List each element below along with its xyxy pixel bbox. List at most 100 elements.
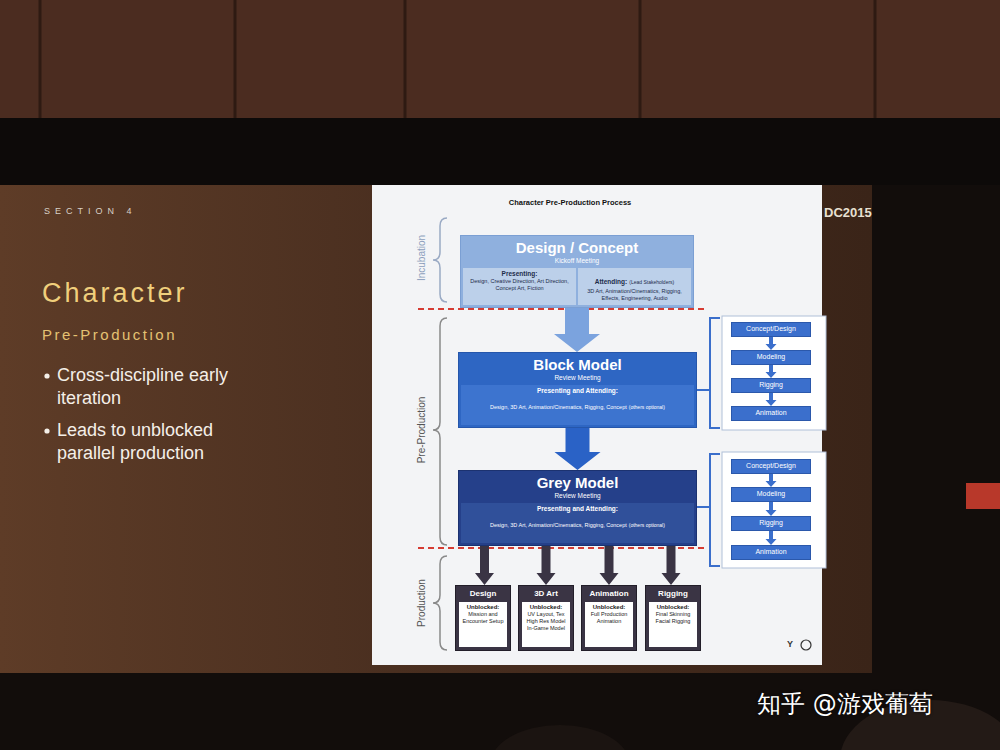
node-text: Rigging	[732, 379, 810, 391]
flow-arrow	[766, 531, 777, 545]
wall-seam	[639, 0, 642, 118]
node-text: Review Meeting	[459, 373, 696, 385]
phase-brace	[433, 218, 447, 302]
flow-arrow	[537, 546, 556, 585]
flow-arrow	[662, 546, 681, 585]
node-text: Concept/Design	[732, 323, 810, 335]
wall	[0, 0, 1000, 118]
node-text: (Lead Stakeholders)	[629, 279, 674, 285]
node-text: Animation	[732, 546, 810, 558]
phase-box: Grey ModelReview MeetingPresenting and A…	[458, 470, 697, 546]
node-text: Kickoff Meeting	[461, 256, 693, 268]
wall-panel-seams	[40, 0, 875, 118]
iteration-step: Concept/Design	[731, 322, 811, 337]
iteration-step: Concept/Design	[731, 459, 811, 474]
node-text: Grey Model	[459, 471, 696, 491]
iteration-frame	[722, 452, 826, 568]
node-text: Final Skinning Facial Rigging	[651, 611, 695, 625]
meeting-panel: Presenting:Design, Creative Direction, A…	[463, 268, 576, 305]
node-text: 3D Art	[519, 586, 573, 602]
node-text: Review Meeting	[459, 491, 696, 503]
node-text: Unblocked:	[461, 604, 505, 612]
node-text: Modeling	[732, 488, 810, 500]
iteration-step: Rigging	[731, 378, 811, 393]
diagram-title: Character Pre-Production Process	[470, 198, 670, 207]
wall-seam	[39, 0, 42, 118]
node-text: Design, Creative Direction, Art Directio…	[467, 278, 572, 292]
node-text: Design, 3D Art, Animation/Cinematics, Ri…	[490, 522, 627, 528]
iteration-step: Modeling	[731, 350, 811, 365]
flow-arrow	[766, 474, 777, 487]
node-text: Full Production Animation	[587, 611, 631, 625]
node-text: Presenting:	[467, 270, 572, 278]
unblocked-panel: Unblocked:Full Production Animation	[585, 602, 633, 647]
node-text: Concept/Design	[732, 460, 810, 472]
audience-head	[490, 725, 630, 750]
slide-ground	[0, 185, 872, 673]
node-text: Attending:	[595, 278, 628, 285]
node-text: Design	[456, 586, 510, 602]
flow-arrow	[766, 337, 777, 350]
iteration-bracket	[697, 318, 720, 428]
node-text: Presenting and Attending:	[467, 387, 688, 395]
exit-sign	[966, 483, 1000, 509]
wall-seam	[404, 0, 407, 118]
slide-heading: Character	[42, 278, 188, 309]
phase-label: Pre-Production	[416, 397, 427, 464]
unblocked-panel: Unblocked:Final Skinning Facial Rigging	[649, 602, 697, 647]
bullet-text: Leads to unblocked parallel production	[57, 419, 237, 465]
node-text: Rigging	[646, 586, 700, 602]
flow-arrow	[766, 502, 777, 516]
node-text: UV Layout, Tex High Res Model In-Game Mo…	[524, 611, 568, 632]
phase-box: Block ModelReview MeetingPresenting and …	[458, 352, 697, 428]
flow-arrow	[766, 393, 777, 406]
bullet-dot	[44, 373, 49, 378]
logo-mark: Y	[787, 639, 793, 649]
phase-label: Incubation	[416, 235, 427, 281]
wall-seam	[234, 0, 237, 118]
meeting-panel: Presenting and Attending: Design, 3D Art,…	[461, 503, 694, 543]
node-text: Design, 3D Art, Animation/Cinematics, Ri…	[490, 404, 627, 410]
node-text: Modeling	[732, 351, 810, 363]
phase-brace	[433, 318, 447, 545]
node-text: Block Model	[459, 353, 696, 373]
iteration-frame	[722, 316, 826, 430]
flow-arrow	[766, 365, 777, 378]
iteration-step: Animation	[731, 545, 811, 560]
phase-box: Design / ConceptKickoff MeetingPresentin…	[460, 235, 694, 308]
iteration-step: Animation	[731, 406, 811, 421]
node-text: Unblocked:	[524, 604, 568, 612]
iteration-bracket	[697, 454, 720, 566]
bullet-dot	[44, 428, 49, 433]
node-text: Mission and Encounter Setup	[461, 611, 505, 625]
phase-divider	[418, 308, 706, 310]
node-text: Unblocked:	[587, 604, 631, 612]
meeting-panel: Attending:(Lead Stakeholders)3D Art, Ani…	[578, 268, 691, 305]
watermark: 知乎 @游戏葡萄	[757, 688, 933, 720]
node-text: Presenting and Attending:	[467, 505, 688, 513]
node-text: Unblocked:	[651, 604, 695, 612]
node-text: (others optional)	[629, 404, 665, 410]
wall-seam	[874, 0, 877, 118]
phase-label: Production	[416, 579, 427, 627]
meeting-panel: Presenting and Attending: Design, 3D Art,…	[461, 385, 694, 425]
bullet-text: Cross-discipline early iteration	[57, 364, 237, 410]
flow-arrow	[554, 308, 600, 352]
flow-arrow	[600, 546, 619, 585]
node-text: Design / Concept	[461, 236, 693, 256]
phase-divider	[418, 547, 706, 549]
phase-brace	[433, 556, 447, 650]
slide-subheading: Pre-Production	[42, 326, 177, 343]
discipline-box: RiggingUnblocked:Final Skinning Facial R…	[645, 585, 701, 651]
logo-symbol	[801, 640, 811, 650]
iteration-step: Modeling	[731, 487, 811, 502]
section-label: SECTION 4	[44, 206, 137, 216]
node-text: (others optional)	[629, 522, 665, 528]
discipline-box: 3D ArtUnblocked:UV Layout, Tex High Res …	[518, 585, 574, 651]
discipline-box: DesignUnblocked:Mission and Encounter Se…	[455, 585, 511, 651]
unblocked-panel: Unblocked:UV Layout, Tex High Res Model …	[522, 602, 570, 647]
iteration-step: Rigging	[731, 516, 811, 531]
discipline-box: AnimationUnblocked:Full Production Anima…	[581, 585, 637, 651]
